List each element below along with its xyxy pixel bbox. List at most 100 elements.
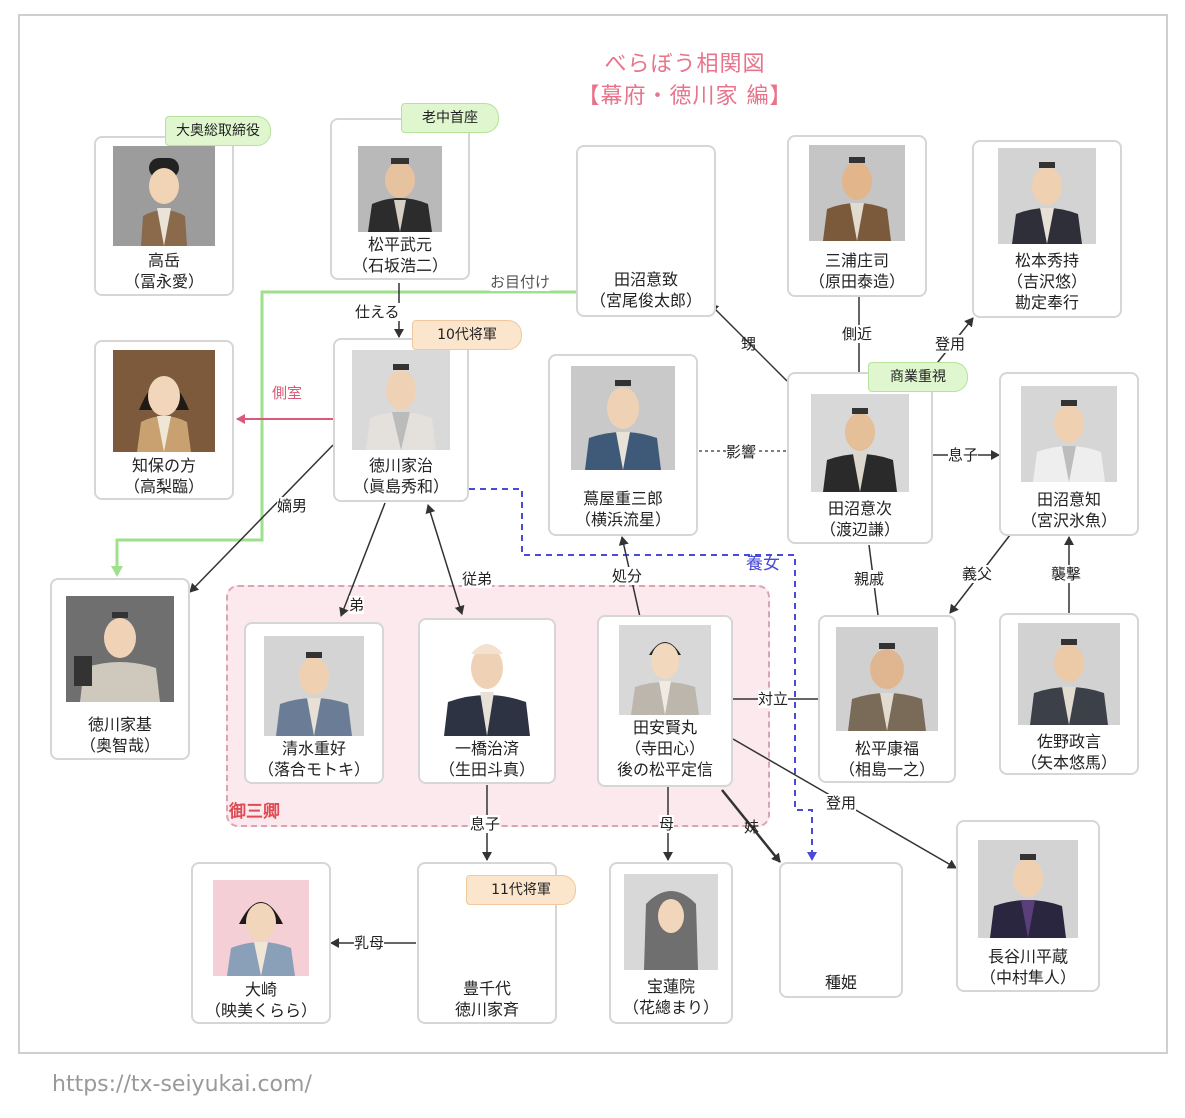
name-shigeyoshi: 清水重好 bbox=[281, 739, 346, 758]
label-menoto: 乳母 bbox=[354, 934, 385, 952]
actor-takaoka: （冨永愛） bbox=[123, 272, 204, 291]
portrait-harusada bbox=[432, 628, 542, 736]
label-toyo-matsumoto: 登用 bbox=[935, 335, 966, 353]
tag-takaoka: 大奥総取締役 bbox=[165, 116, 271, 146]
card-sano[interactable]: 佐野政言 （矢本悠馬） bbox=[999, 613, 1139, 775]
actor-tsutaya: （横浜流星） bbox=[574, 510, 671, 529]
actor-matsumoto: （吉沢悠） bbox=[1006, 272, 1087, 291]
actor-shigeyoshi: （落合モトキ） bbox=[257, 760, 370, 779]
portrait-sano bbox=[1018, 623, 1120, 725]
name-yasuyoshi: 松平康福 bbox=[854, 739, 919, 758]
actor-ieharu: （眞島秀和） bbox=[352, 477, 449, 496]
label-chakunan: 嫡男 bbox=[277, 497, 308, 515]
source-url: https://tx-seiyukai.com/ bbox=[52, 1072, 312, 1097]
card-matsumoto[interactable]: 松本秀持 （吉沢悠） 勘定奉行 bbox=[972, 140, 1122, 318]
card-osaki[interactable]: 大崎 （映美くらら） bbox=[191, 862, 331, 1024]
label-shinseki: 親戚 bbox=[854, 570, 885, 588]
actor-tanuma-okimune: （宮尾俊太郎） bbox=[589, 291, 702, 310]
portrait-okitsugu bbox=[811, 394, 909, 492]
portrait-okitomo bbox=[1021, 386, 1117, 482]
actor-yasuyoshi: （相島一之） bbox=[838, 760, 935, 779]
card-okitomo[interactable]: 田沼意知 （宮沢氷魚） bbox=[999, 372, 1139, 536]
label-tairitsu: 対立 bbox=[758, 690, 789, 708]
actor-hasegawa: （中村隼人） bbox=[979, 968, 1076, 987]
name-matsumoto: 松本秀持 bbox=[1014, 251, 1079, 270]
portrait-miura bbox=[809, 145, 905, 241]
label-oi: 甥 bbox=[741, 335, 757, 353]
label-musuko-toyochiyo: 息子 bbox=[470, 815, 501, 833]
portrait-tsutaya bbox=[571, 366, 675, 470]
label-toyo-hasegawa: 登用 bbox=[826, 794, 857, 812]
label-ometsuke: お目付け bbox=[490, 273, 551, 291]
tag-okitsugu: 商業重視 bbox=[868, 362, 968, 392]
role-kenmaru: 後の松平定信 bbox=[616, 760, 713, 779]
card-okitsugu[interactable]: 田沼意次 （渡辺謙） bbox=[787, 372, 933, 544]
card-tsutaya[interactable]: 蔦屋重三郎 （横浜流星） bbox=[548, 354, 698, 536]
name-hasegawa: 長谷川平蔵 bbox=[987, 947, 1068, 966]
label-gifu: 義父 bbox=[962, 565, 993, 583]
name-sano: 佐野政言 bbox=[1036, 732, 1101, 751]
portrait-iemoto bbox=[66, 596, 174, 702]
actor-okitsugu: （渡辺謙） bbox=[819, 520, 900, 539]
card-yasuyoshi[interactable]: 松平康福 （相島一之） bbox=[818, 615, 956, 783]
actor-chiho: （高梨臨） bbox=[123, 477, 204, 496]
name-toyochiyo: 豊千代 bbox=[462, 979, 511, 998]
card-takaoka[interactable]: 高岳 （冨永愛） bbox=[94, 136, 234, 296]
card-kenmaru[interactable]: 田安賢丸 （寺田心） 後の松平定信 bbox=[597, 615, 733, 787]
name-kenmaru: 田安賢丸 bbox=[632, 718, 697, 737]
card-ieharu[interactable]: 徳川家治 （眞島秀和） bbox=[333, 338, 469, 502]
name-chiho: 知保の方 bbox=[131, 456, 196, 475]
card-horen[interactable]: 宝蓮院 （花總まり） bbox=[609, 862, 733, 1024]
card-iemoto[interactable]: 徳川家基 （奥智哉） bbox=[50, 578, 190, 760]
label-otouto: 弟 bbox=[349, 596, 365, 614]
portrait-chiho bbox=[113, 350, 215, 452]
actor-osaki: （映美くらら） bbox=[204, 1001, 317, 1020]
card-tanehime[interactable]: 種姫 bbox=[779, 862, 903, 998]
card-chiho[interactable]: 知保の方 （高梨臨） bbox=[94, 340, 234, 500]
actor-harusada: （生田斗真） bbox=[438, 760, 535, 779]
name-tanuma-okimune: 田沼意致 bbox=[613, 270, 678, 289]
card-hasegawa[interactable]: 長谷川平蔵 （中村隼人） bbox=[956, 820, 1100, 992]
name-matsudaira-takemoto: 松平武元 bbox=[367, 235, 432, 254]
label-sokushitsu: 側室 bbox=[272, 384, 303, 402]
portrait-takaoka bbox=[113, 146, 215, 246]
diagram-title: べらぼう相関図 bbox=[604, 52, 766, 77]
card-miura[interactable]: 三浦庄司 （原田泰造） bbox=[787, 135, 927, 297]
name-ieharu: 徳川家治 bbox=[368, 456, 433, 475]
portrait-shigeyoshi bbox=[264, 636, 364, 736]
portrait-osaki bbox=[213, 880, 309, 976]
actor-matsudaira-takemoto: （石坂浩二） bbox=[351, 256, 448, 275]
label-musuko-okitomo: 息子 bbox=[948, 446, 979, 464]
card-harusada[interactable]: 一橋治済 （生田斗真） bbox=[418, 618, 556, 784]
label-haha: 母 bbox=[659, 815, 675, 833]
actor-sano: （矢本悠馬） bbox=[1020, 753, 1117, 772]
actor-kenmaru: （寺田心） bbox=[624, 739, 705, 758]
card-matsudaira-takemoto[interactable]: 松平武元 （石坂浩二） bbox=[330, 118, 470, 280]
actor-okitomo: （宮沢氷魚） bbox=[1020, 511, 1117, 530]
label-shobun: 処分 bbox=[612, 567, 643, 585]
name-tsutaya: 蔦屋重三郎 bbox=[582, 489, 663, 508]
label-itoko: 従弟 bbox=[462, 570, 493, 588]
portrait-yasuyoshi bbox=[836, 627, 938, 731]
portrait-horen bbox=[624, 874, 718, 970]
tag-matsudaira-takemoto: 老中首座 bbox=[401, 103, 499, 133]
gosankyo-label: 御三卿 bbox=[229, 802, 280, 822]
name-miura: 三浦庄司 bbox=[824, 251, 889, 270]
actor-iemoto: （奥智哉） bbox=[79, 736, 160, 755]
role-matsumoto: 勘定奉行 bbox=[1014, 293, 1079, 312]
card-shigeyoshi[interactable]: 清水重好 （落合モトキ） bbox=[244, 622, 384, 784]
card-tanuma-okimune[interactable]: 田沼意致 （宮尾俊太郎） bbox=[576, 145, 716, 317]
portrait-kenmaru bbox=[619, 625, 711, 715]
label-youjo: 養女 bbox=[746, 554, 780, 574]
label-imouto: 妹 bbox=[744, 818, 760, 836]
actor-horen: （花總まり） bbox=[622, 998, 719, 1017]
portrait-matsudaira-takemoto bbox=[358, 146, 442, 232]
name-iemoto: 徳川家基 bbox=[87, 715, 152, 734]
name-takaoka: 高岳 bbox=[147, 251, 180, 270]
label-tsukaeru: 仕える bbox=[355, 303, 400, 321]
name-okitomo: 田沼意知 bbox=[1036, 490, 1101, 509]
label-sokkin: 側近 bbox=[842, 325, 873, 343]
portrait-hasegawa bbox=[978, 840, 1078, 938]
portrait-matsumoto bbox=[998, 148, 1096, 244]
label-eikyo: 影響 bbox=[726, 443, 757, 461]
